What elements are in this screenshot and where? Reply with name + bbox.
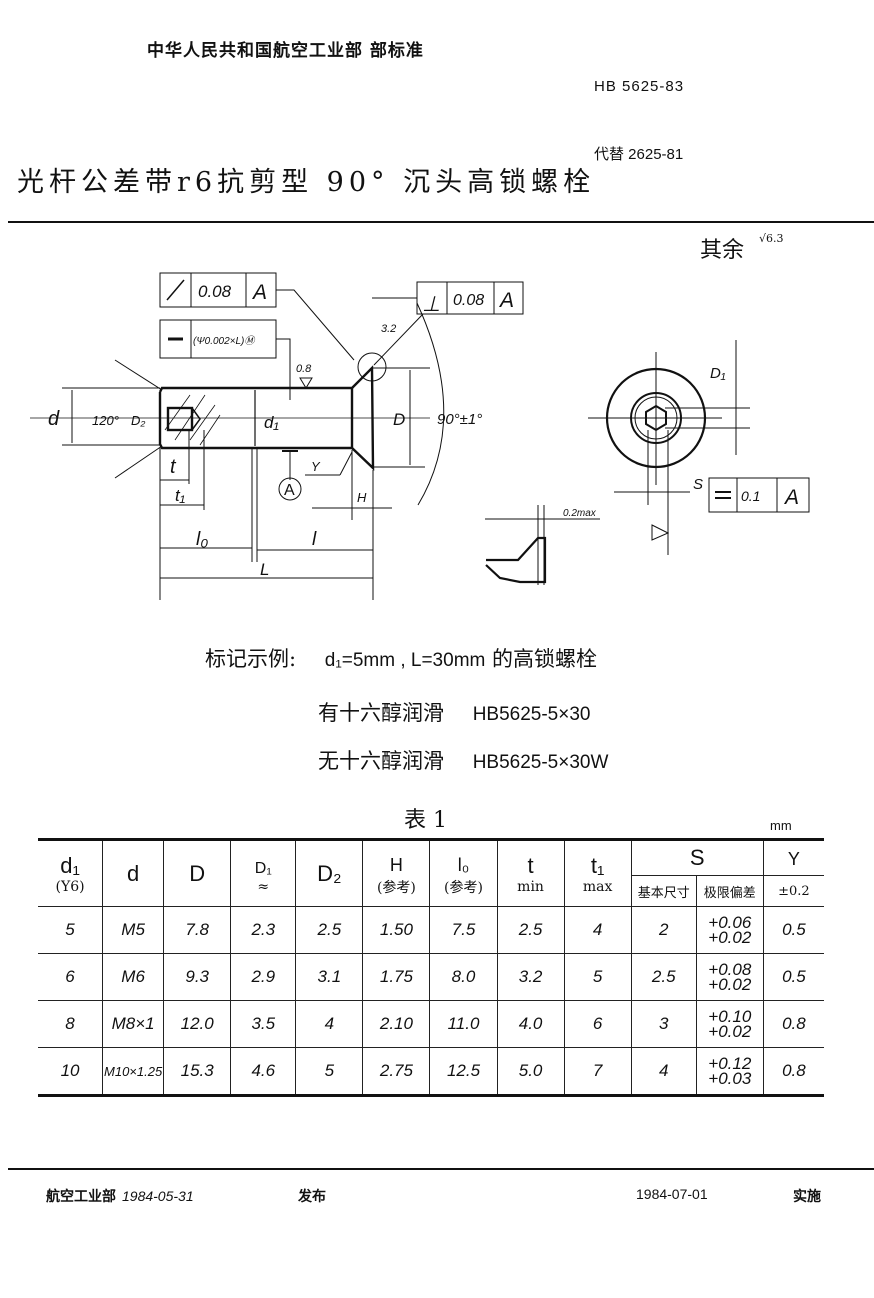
col-t1: t₁ max [563,839,632,907]
col-Y: Y [762,839,824,876]
svg-text:l₀: l₀ [196,529,208,550]
svg-text:S: S [693,476,703,493]
svg-text:0.08: 0.08 [453,292,484,309]
marking-example-spec: d₁=5mm , L=30mm [324,650,486,671]
header-divider [8,221,874,223]
svg-text:D: D [393,410,405,429]
svg-text:d: d [48,408,60,430]
unlubricated-code: HB5625-5×30W [472,752,609,773]
svg-text:A: A [284,482,295,499]
col-S: S [630,839,764,876]
table-row: 6 M6 9.3 2.9 3.1 1.75 8.0 3.2 5 2.5 +0.0… [38,953,824,1001]
svg-text:A: A [783,486,799,509]
svg-text:d₁: d₁ [264,413,279,432]
svg-text:⊥: ⊥ [422,293,440,316]
svg-text:0.1: 0.1 [741,488,760,504]
svg-text:0.8: 0.8 [296,363,312,375]
dimensions-table: d₁ (Y6) d D D₁ ≈ D₂ H (参考) l₀ (参考) t min [38,838,824,1097]
svg-text:0.2max: 0.2max [563,508,597,519]
svg-text:90°±1°: 90°±1° [437,411,482,428]
fcf-perpendicular [372,281,524,366]
table-row: 5 M5 7.8 2.3 2.5 1.50 7.5 2.5 4 2 +0.06+… [38,906,824,954]
lubricated-code: HB5625-5×30 [472,704,591,725]
lubricated-label: 有十六醇润滑 [318,701,444,725]
svg-text:t: t [170,456,177,478]
svg-text:t₁: t₁ [175,486,185,505]
table-row: 10 M10×1.25 15.3 4.6 5 2.75 12.5 5.0 7 4… [38,1047,824,1096]
detail-view [485,505,600,585]
table-row: 8 M8×1 12.0 3.5 4 2.10 11.0 4.0 6 3 +0.1… [38,1000,824,1048]
marking-example-line-1: 标记示例: d₁=5mm , L=30mm 的高锁螺栓 [205,643,597,673]
issuing-organization: 中华人民共和国航空工业部 部标准 [147,41,424,61]
general-roughness-label: 其余 [700,238,745,263]
marking-example-prefix: 标记示例: [205,647,297,671]
marking-example-suffix: 的高锁螺栓 [492,647,598,671]
svg-text:(Ψ0.002×L)Ⓜ: (Ψ0.002×L)Ⓜ [193,335,256,347]
svg-text:120°: 120° [92,413,119,428]
issuer: 航空工业部 [46,1189,116,1205]
col-l0: l₀ (参考) [429,839,498,907]
col-d1: d₁ (Y6) [38,839,104,907]
footer-divider [8,1168,874,1170]
col-H: H (参考) [362,839,431,907]
marking-example-line-2: 有十六醇润滑 HB5625-5×30 [318,697,590,727]
standard-number: HB 5625-83 [594,78,685,95]
svg-text:Y: Y [311,459,321,474]
fcf-symmetry [708,477,810,513]
svg-text:A: A [251,281,267,304]
col-Y-tolerance: ±0.2 [762,875,824,907]
svg-text:3.2: 3.2 [381,323,396,335]
svg-text:A: A [498,289,514,312]
table-caption: 表 1 [404,808,447,833]
col-S-deviation: 极限偏差 [695,875,764,907]
unlubricated-label: 无十六醇润滑 [318,749,444,773]
bolt-technical-drawing: 0.08 A (Ψ0.002×L)Ⓜ 0.08 A ⊥ 0.1 A 0.8 3.… [30,272,810,600]
effective-date: 1984-07-01 [636,1186,708,1202]
col-D: D [163,839,232,907]
document-title: 光杆公差带r6抗剪型 90° 沉头高锁螺栓 [17,167,596,198]
col-d: d [102,839,165,907]
general-roughness-note: 其余 √6.3 [700,232,784,264]
svg-text:D₂: D₂ [131,413,145,428]
svg-text:l: l [312,529,317,550]
col-D1: D₁ ≈ [230,839,297,907]
svg-text:D₁: D₁ [710,365,726,382]
end-view [588,340,750,555]
issue-info: 航空工业部 1984-05-31 [46,1186,194,1206]
table-unit: mm [770,818,792,833]
svg-text:0.08: 0.08 [198,282,232,301]
replaces-standard: 代替 2625-81 [594,146,684,163]
issue-date: 1984-05-31 [122,1188,194,1204]
svg-text:H: H [357,490,367,505]
col-D2: D₂ [295,839,364,907]
fcf-runout [159,272,355,361]
marking-example-line-3: 无十六醇润滑 HB5625-5×30W [318,745,608,775]
issue-label: 发布 [298,1189,326,1205]
col-t: t min [496,839,565,907]
roughness-symbol-icon: √6.3 [759,232,784,245]
svg-text:L: L [260,560,269,579]
col-S-basic: 基本尺寸 [630,875,697,907]
effective-label: 实施 [793,1189,821,1205]
fcf-straightness [159,319,291,400]
